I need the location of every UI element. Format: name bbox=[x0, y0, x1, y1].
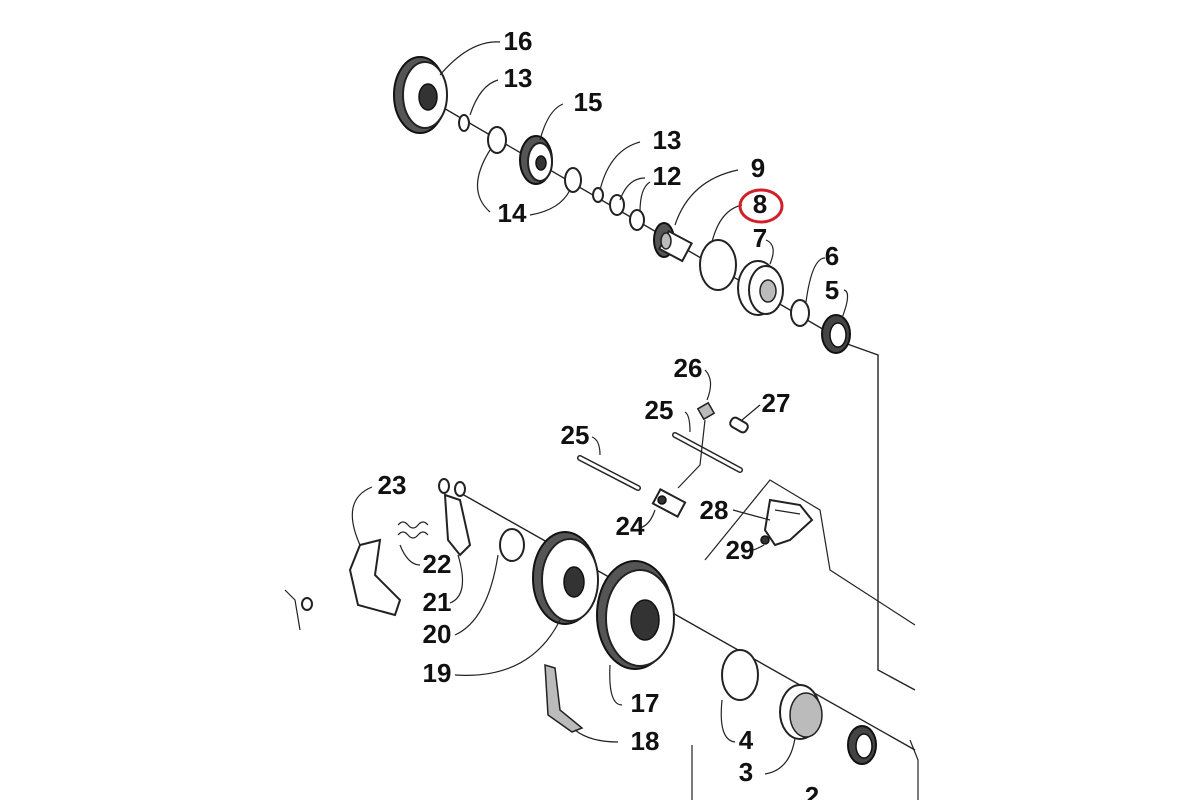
part-23-ratchet bbox=[348, 538, 402, 617]
upper-shaft-assembly bbox=[393, 56, 916, 691]
part-20-ring bbox=[499, 528, 525, 562]
callout-25-upper: 25 bbox=[645, 395, 674, 425]
callout-5: 5 bbox=[825, 275, 839, 305]
part-28-shift-fork bbox=[763, 498, 814, 547]
washer-a bbox=[438, 478, 450, 494]
part-6-washer bbox=[790, 299, 810, 327]
washer-b bbox=[454, 481, 466, 497]
callout-13-lower: 13 bbox=[653, 125, 682, 155]
callout-13: 13 bbox=[504, 63, 533, 93]
leader-lines bbox=[351, 41, 849, 775]
callout-21: 21 bbox=[423, 587, 452, 617]
shift-assembly bbox=[577, 401, 916, 626]
callout-8-highlight-circle bbox=[738, 188, 784, 224]
part-26-spring bbox=[696, 401, 716, 421]
callout-20: 20 bbox=[423, 619, 452, 649]
part-5-seal bbox=[821, 314, 851, 354]
part-17-gear bbox=[596, 560, 675, 670]
part-16-gear bbox=[393, 56, 448, 134]
callout-14: 14 bbox=[498, 198, 527, 228]
part-3-bearing bbox=[779, 684, 823, 740]
part-14-washer bbox=[487, 126, 507, 154]
callout-16: 16 bbox=[504, 26, 533, 56]
callout-25-lower: 25 bbox=[561, 420, 590, 450]
part-27-pin bbox=[729, 416, 749, 434]
part-4-ring bbox=[721, 649, 759, 701]
callout-24: 24 bbox=[616, 511, 645, 541]
part-29-pin bbox=[760, 535, 770, 545]
part-12-washer bbox=[609, 194, 625, 216]
callout-2: 2 bbox=[805, 781, 819, 800]
part-15-gear bbox=[519, 135, 553, 185]
callout-27: 27 bbox=[762, 388, 791, 418]
part-21-arm bbox=[443, 493, 472, 557]
callout-8: 8 bbox=[753, 189, 767, 219]
part-19-gear bbox=[532, 531, 599, 625]
callout-15: 15 bbox=[574, 87, 603, 117]
callout-26: 26 bbox=[674, 353, 703, 383]
callout-17: 17 bbox=[631, 688, 660, 718]
washer-left bbox=[301, 597, 313, 611]
callout-18: 18 bbox=[631, 726, 660, 756]
callout-29: 29 bbox=[726, 535, 755, 565]
callout-19: 19 bbox=[423, 658, 452, 688]
callout-4: 4 bbox=[739, 725, 754, 755]
callout-12: 12 bbox=[653, 161, 682, 191]
callouts: 16 13 15 13 12 9 8 7 6 5 14 26 27 25 25 … bbox=[378, 26, 840, 800]
part-8-snap-ring bbox=[699, 239, 737, 291]
callout-9: 9 bbox=[751, 153, 765, 183]
lower-shaft-assembly bbox=[284, 478, 919, 800]
callout-22: 22 bbox=[423, 549, 452, 579]
part-14-washer-2 bbox=[564, 167, 582, 193]
part-13-circlip bbox=[458, 114, 470, 132]
part-2-seal bbox=[847, 725, 877, 765]
part-9-shaft-gear bbox=[653, 222, 694, 263]
part-13-circlip-2 bbox=[592, 187, 604, 203]
part-22-spring bbox=[397, 521, 429, 539]
part-18-chain bbox=[544, 663, 584, 733]
callout-23: 23 bbox=[378, 470, 407, 500]
part-24-shift-drum bbox=[651, 488, 687, 518]
callout-6: 6 bbox=[825, 241, 839, 271]
callout-7: 7 bbox=[753, 223, 767, 253]
callout-3: 3 bbox=[739, 757, 753, 787]
part-7-bearing bbox=[737, 260, 784, 316]
part-12-washer-2 bbox=[629, 209, 645, 231]
callout-28: 28 bbox=[700, 495, 729, 525]
